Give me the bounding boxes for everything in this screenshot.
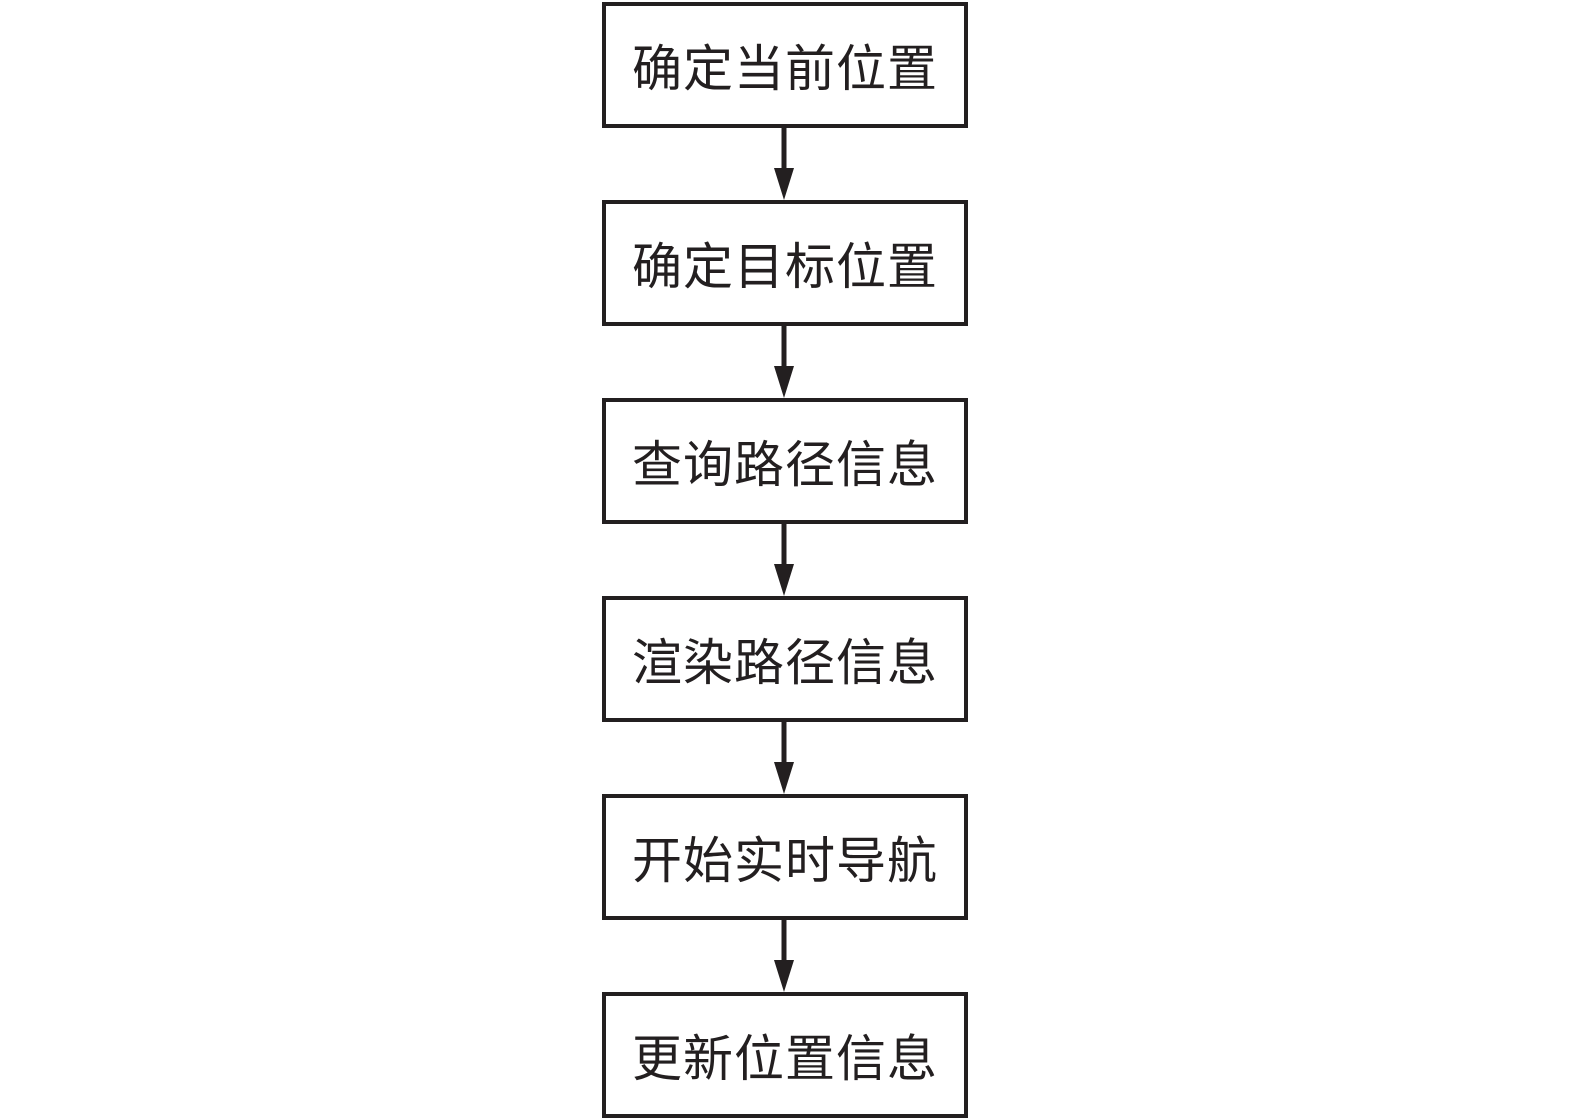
step-start-realtime-navigation: 开始实时导航 [602, 794, 968, 920]
arrow-4-to-5 [774, 720, 794, 794]
step-update-position-info: 更新位置信息 [602, 992, 968, 1118]
arrow-1-to-2 [774, 126, 794, 200]
step-determine-target-position: 确定目标位置 [602, 200, 968, 326]
arrow-5-to-6 [774, 918, 794, 992]
step-label: 渲染路径信息 [632, 634, 938, 692]
step-render-route-info: 渲染路径信息 [602, 596, 968, 722]
step-label: 确定目标位置 [632, 238, 938, 296]
step-label: 确定当前位置 [632, 40, 938, 98]
step-label: 开始实时导航 [632, 832, 938, 890]
step-determine-current-position: 确定当前位置 [602, 2, 968, 128]
step-label: 查询路径信息 [632, 436, 938, 494]
arrow-2-to-3 [774, 324, 794, 398]
step-label: 更新位置信息 [632, 1030, 938, 1088]
step-query-route-info: 查询路径信息 [602, 398, 968, 524]
arrow-3-to-4 [774, 522, 794, 596]
